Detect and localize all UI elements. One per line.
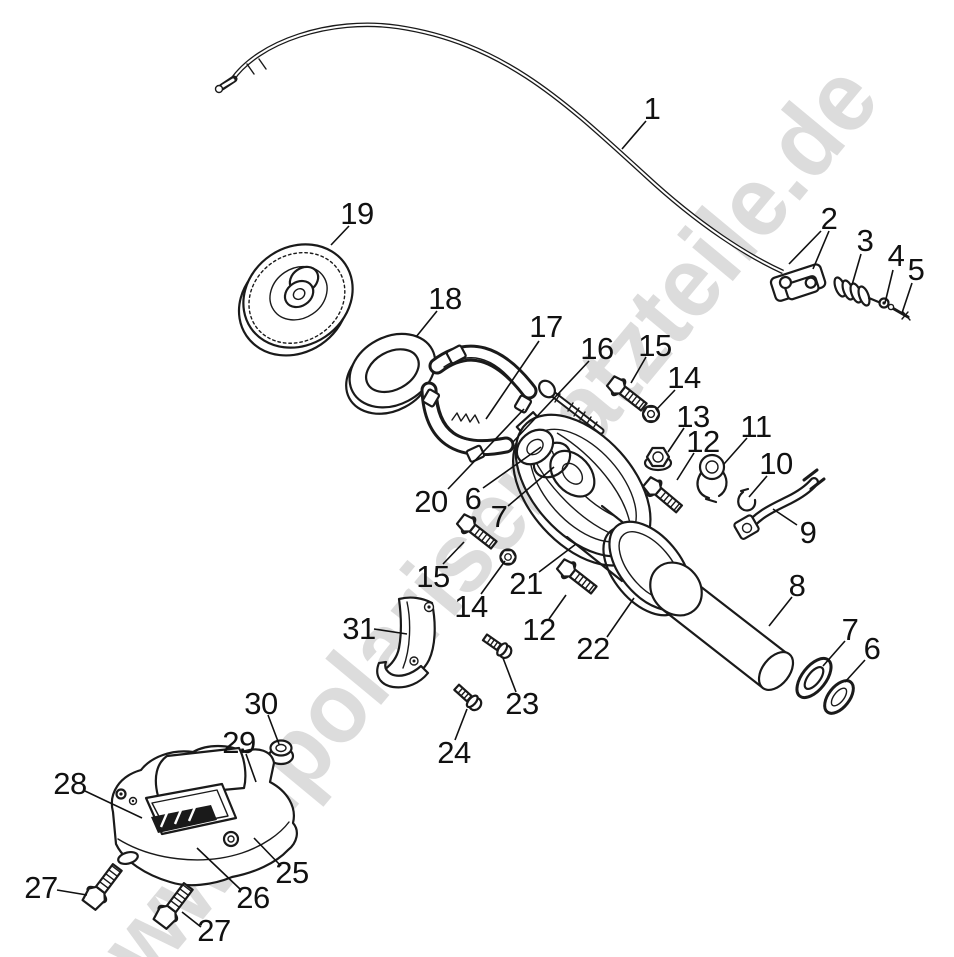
part-nut-30 bbox=[267, 739, 295, 766]
callout-6a: 6 bbox=[465, 481, 482, 516]
callout-31: 31 bbox=[342, 611, 375, 646]
callout-27b: 27 bbox=[197, 913, 230, 948]
part-brake-lever-9 bbox=[733, 468, 826, 540]
callout-30: 30 bbox=[244, 686, 278, 721]
callout-7b: 7 bbox=[842, 612, 859, 647]
part-seal-6 bbox=[823, 679, 855, 715]
part-washer-small bbox=[878, 297, 890, 309]
callout-9: 9 bbox=[800, 515, 817, 550]
callout-2: 2 bbox=[821, 201, 838, 236]
part-clip-10 bbox=[737, 487, 757, 512]
part-housing-25 bbox=[110, 744, 298, 887]
part-screw-23 bbox=[479, 630, 516, 662]
part-brake-shoes bbox=[420, 344, 538, 463]
callout-20: 20 bbox=[414, 484, 448, 519]
part-latch-28 bbox=[144, 782, 238, 836]
callout-7a: 7 bbox=[491, 499, 508, 534]
part-cable-end-bracket bbox=[769, 263, 827, 302]
callout-4: 4 bbox=[888, 238, 905, 273]
callout-16: 16 bbox=[580, 331, 613, 366]
part-screw-24 bbox=[450, 680, 486, 714]
part-seal-ring bbox=[345, 332, 437, 415]
callout-29: 29 bbox=[222, 725, 255, 760]
callout-26: 26 bbox=[236, 880, 269, 915]
part-torsion-spring-11 bbox=[696, 453, 728, 504]
callout-24: 24 bbox=[437, 735, 471, 770]
part-bearing-7 bbox=[795, 656, 833, 700]
part-nut-14b bbox=[499, 548, 517, 566]
callout-13: 13 bbox=[676, 399, 709, 434]
callout-3: 3 bbox=[857, 223, 874, 258]
callout-25: 25 bbox=[275, 855, 308, 890]
callout-5: 5 bbox=[908, 252, 925, 287]
part-flange-nut-13 bbox=[643, 446, 673, 472]
part-cable-guide-31 bbox=[376, 596, 436, 689]
callout-11: 11 bbox=[740, 409, 771, 444]
callout-17: 17 bbox=[529, 309, 562, 344]
part-adjuster-spring bbox=[833, 276, 890, 308]
part-stud bbox=[538, 379, 605, 435]
callout-14a: 14 bbox=[667, 360, 701, 395]
leader-lines bbox=[56, 120, 913, 928]
callout-12b: 12 bbox=[522, 612, 555, 647]
callout-21: 21 bbox=[509, 566, 542, 601]
callout-10: 10 bbox=[759, 446, 793, 481]
callout-27a: 27 bbox=[24, 870, 57, 905]
callout-19: 19 bbox=[340, 196, 373, 231]
part-cable bbox=[214, 22, 784, 275]
callout-22: 22 bbox=[576, 631, 609, 666]
part-brake-drum bbox=[237, 243, 354, 357]
callout-1: 1 bbox=[644, 91, 661, 126]
callout-6b: 6 bbox=[864, 631, 881, 666]
callout-18: 18 bbox=[428, 281, 461, 316]
callout-14b: 14 bbox=[454, 589, 488, 624]
callout-15a: 15 bbox=[638, 328, 671, 363]
part-axle-boss bbox=[649, 561, 703, 617]
callout-12a: 12 bbox=[686, 424, 719, 459]
callout-23: 23 bbox=[505, 686, 538, 721]
callout-15b: 15 bbox=[416, 559, 449, 594]
callout-labels: 1 2 3 4 5 19 18 17 16 15 14 13 12 11 10 … bbox=[24, 91, 925, 948]
callout-8: 8 bbox=[789, 568, 806, 603]
part-cable-tip bbox=[887, 303, 911, 321]
part-hub-spacer-6 bbox=[515, 428, 572, 479]
part-latch-pin-26 bbox=[222, 830, 240, 848]
callout-28: 28 bbox=[53, 766, 86, 801]
